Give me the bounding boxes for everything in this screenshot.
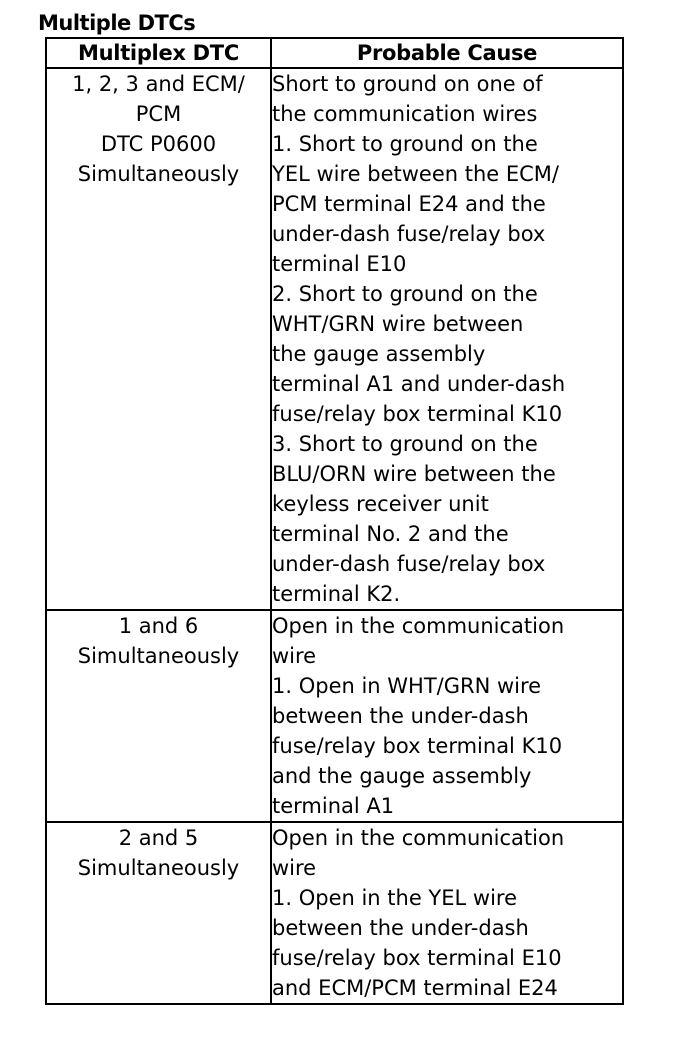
dtc-code-line: 1, 2, 3 and ECM/: [72, 72, 245, 96]
probable-cause-line: WHT/GRN wire between: [272, 312, 524, 336]
probable-cause-line: 1. Open in the YEL wire: [272, 886, 518, 910]
probable-cause-line: between the under-dash: [272, 704, 529, 728]
probable-cause-line: terminal A1: [272, 794, 395, 818]
dtc-code-line: DTC P0600: [100, 132, 217, 156]
dtc-code-line: PCM: [135, 102, 182, 126]
probable-cause-line: 3. Short to ground on the: [272, 432, 538, 456]
table-row: 2 and 5 Simultaneously Open in the communi…: [45, 821, 624, 1005]
table-header-row: Multiplex DTC Probable Cause: [45, 37, 624, 69]
probable-cause-cell: Short to ground on one of the communicati…: [270, 67, 624, 611]
probable-cause-line: 1. Open in WHT/GRN wire: [272, 674, 542, 698]
dtc-code-cell: 1 and 6 Simultaneously: [45, 609, 272, 823]
dtc-code-line: Simultaneously: [77, 856, 240, 880]
probable-cause-line: Short to ground on one of: [272, 72, 543, 96]
probable-cause-line: BLU/ORN wire between the: [272, 462, 556, 486]
probable-cause-line: and ECM/PCM terminal E24: [272, 976, 558, 1000]
probable-cause-line: Open in the communication: [272, 826, 565, 850]
probable-cause-line: wire: [272, 856, 317, 880]
probable-cause-line: under-dash fuse/relay box: [272, 222, 546, 246]
dtc-code-line: 2 and 5: [118, 826, 199, 850]
page-title: Multiple DTCs: [38, 11, 196, 35]
probable-cause-line: terminal E10: [272, 252, 407, 276]
probable-cause-line: the gauge assembly: [272, 342, 486, 366]
probable-cause-line: the communication wires: [272, 102, 538, 126]
probable-cause-line: YEL wire between the ECM/: [272, 162, 559, 186]
probable-cause-line: terminal No. 2 and the: [272, 522, 509, 546]
probable-cause-line: wire: [272, 644, 317, 668]
probable-cause-line: terminal A1 and under-dash: [272, 372, 566, 396]
probable-cause-line: 1. Short to ground on the: [272, 132, 538, 156]
table-row: 1 and 6 Simultaneously Open in the communi…: [45, 609, 624, 823]
dtc-table: Multiplex DTC Probable Cause 1, 2, 3 and…: [45, 37, 624, 1005]
column-header-probable-cause: Probable Cause: [270, 37, 624, 69]
probable-cause-line: fuse/relay box terminal E10: [272, 946, 562, 970]
probable-cause-line: PCM terminal E24 and the: [272, 192, 546, 216]
dtc-code-line: Simultaneously: [77, 162, 240, 186]
probable-cause-line: Open in the communication: [272, 614, 565, 638]
probable-cause-line: between the under-dash: [272, 916, 529, 940]
probable-cause-line: fuse/relay box terminal K10: [272, 402, 563, 426]
probable-cause-line: and the gauge assembly: [272, 764, 532, 788]
probable-cause-line: terminal K2.: [272, 582, 401, 606]
probable-cause-line: fuse/relay box terminal K10: [272, 734, 563, 758]
dtc-code-line: 1 and 6: [118, 614, 199, 638]
dtc-code-line: Simultaneously: [77, 644, 240, 668]
dtc-code-cell: 2 and 5 Simultaneously: [45, 821, 272, 1005]
probable-cause-cell: Open in the communication wire 1. Open in …: [270, 821, 624, 1005]
probable-cause-line: under-dash fuse/relay box: [272, 552, 546, 576]
column-header-multiplex-dtc: Multiplex DTC: [45, 37, 272, 69]
probable-cause-line: keyless receiver unit: [272, 492, 489, 516]
probable-cause-line: 2. Short to ground on the: [272, 282, 538, 306]
probable-cause-cell: Open in the communication wire 1. Open in …: [270, 609, 624, 823]
